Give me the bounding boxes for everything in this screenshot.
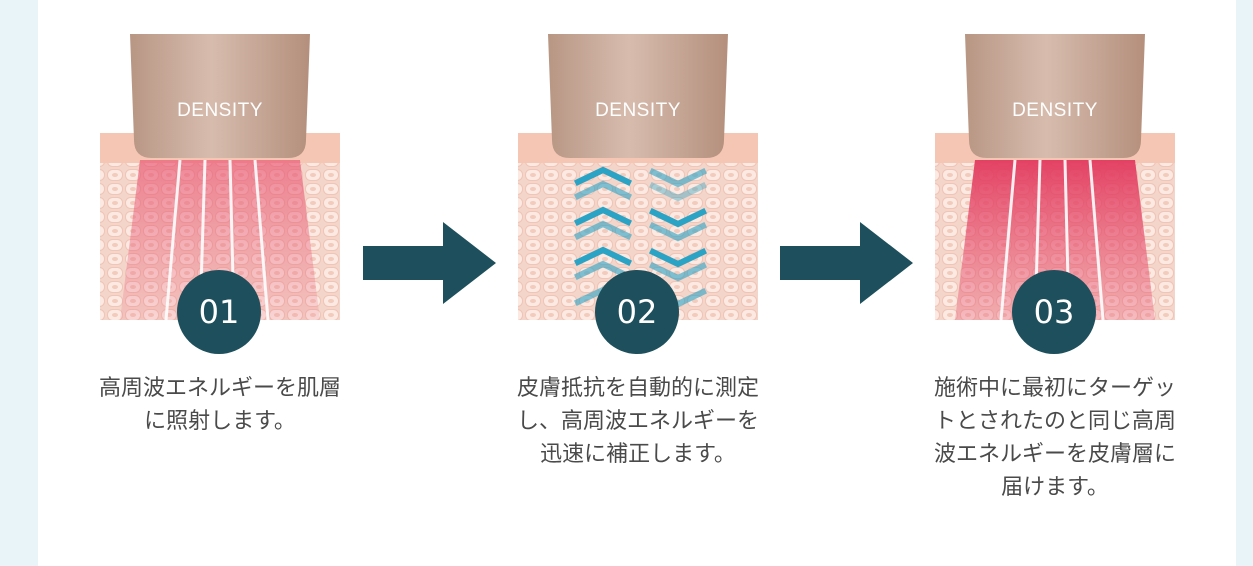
device-label: DENSITY bbox=[595, 100, 681, 121]
device-label: DENSITY bbox=[1012, 100, 1098, 121]
device-head bbox=[548, 34, 728, 158]
step-description: 施術中に最初にターゲットとされたのと同じ高周波エネルギーを皮膚層に届けます。 bbox=[905, 372, 1205, 504]
step-description: 高周波エネルギーを肌層に照射します。 bbox=[70, 372, 370, 438]
step-number-badge: 01 bbox=[177, 270, 261, 354]
step-number-badge: 03 bbox=[1012, 270, 1096, 354]
step-3: DENSITY 03 施術中に最初にターゲットとされたのと同じ高周波エネルギーを… bbox=[905, 0, 1205, 566]
arrow-right-icon bbox=[363, 222, 498, 304]
step-description: 皮膚抵抗を自動的に測定し、高周波エネルギーを迅速に補正します。 bbox=[488, 372, 788, 471]
step-number-badge: 02 bbox=[595, 270, 679, 354]
step-1: DENSITY 01 高周波エネルギーを肌層に照射します。 bbox=[70, 0, 370, 566]
device-head bbox=[965, 34, 1145, 158]
arrow-right-icon bbox=[780, 222, 915, 304]
device-label: DENSITY bbox=[177, 100, 263, 121]
device-head bbox=[130, 34, 310, 158]
step-2: DENSITY 02 皮膚抵抗を自動的に測定し、高周波エネルギーを迅速に補正しま… bbox=[488, 0, 788, 566]
